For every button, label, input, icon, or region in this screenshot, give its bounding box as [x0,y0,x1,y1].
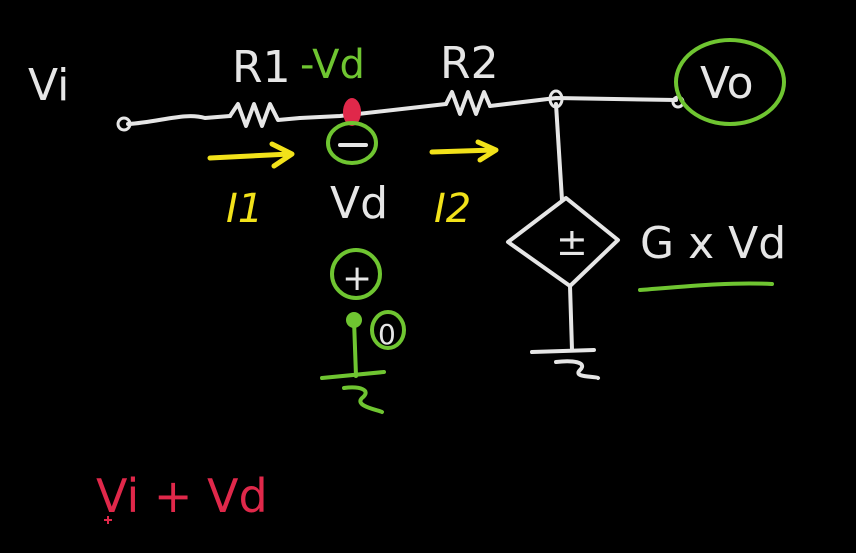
i1-arrow [207,141,295,169]
resistor-r1 [228,102,302,128]
vi-label: Vi [28,60,69,111]
input-wire [126,114,232,126]
vd-label: Vd [330,178,388,229]
wire-source-ground [568,284,574,352]
i1-label: I1 [226,186,263,232]
wire-r2-output [488,96,678,108]
green-wire-ground [352,318,358,378]
plus-green-circle [330,248,382,300]
ground-symbol-left [320,370,386,414]
g-times-vd-label: G x Vd [640,218,786,269]
source-polarity-label: ± [556,220,588,264]
vo-label: Vo [700,58,754,109]
ground-symbol-right [530,348,600,380]
gvd-underline [638,281,774,292]
i2-arrow [429,139,499,163]
zero-green-circle [370,310,406,350]
vd-green-circle [326,121,378,165]
wire-r1-node [298,102,448,120]
vo-green-circle [674,38,786,126]
resistor-r2 [444,90,492,116]
r1-label: R1 [232,42,291,93]
plus-green-label: + [342,258,372,299]
input-terminal [116,116,132,132]
cursor-mark [104,516,112,524]
red-node-marker [343,98,361,126]
expression-label: Vi + Vd [96,469,268,523]
zero-label: 0 [378,318,396,351]
wire-to-source [554,102,564,202]
i2-label: I2 [434,186,471,232]
neg-vd-label: -Vd [300,42,365,88]
r2-label: R2 [440,38,499,89]
